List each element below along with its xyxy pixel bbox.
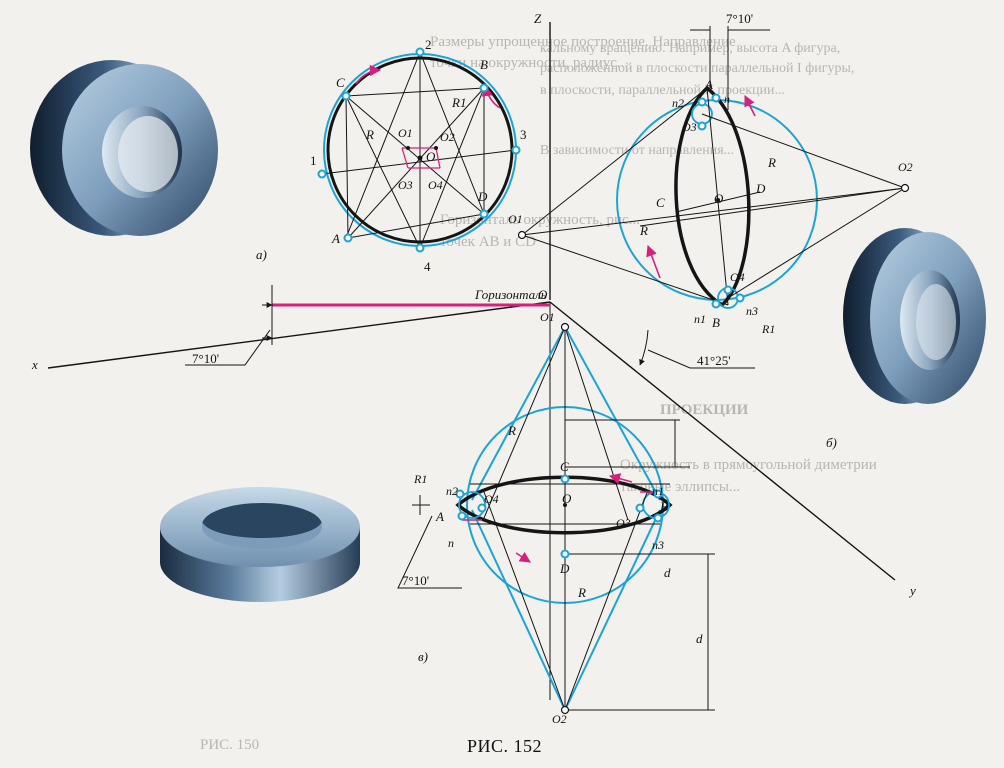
background-text: точки на окружности, радиус... <box>430 55 629 71</box>
point-label: O2 <box>552 712 567 726</box>
axis-label-y: y <box>910 583 916 598</box>
view-tag: б) <box>826 435 837 450</box>
y-axis <box>549 301 896 581</box>
dimension-label: d <box>696 631 703 646</box>
point-label: D <box>478 189 488 204</box>
angle-x-label: 7°10' <box>192 351 220 366</box>
view-tag: в) <box>418 649 428 664</box>
axis-origin-label: O <box>538 287 548 302</box>
point-label: A <box>332 231 340 246</box>
point-label: O1 <box>540 310 555 324</box>
ring-model-c <box>160 487 360 602</box>
point-label: 4 <box>424 259 431 274</box>
ring-model-a <box>30 60 218 236</box>
point-label: n1 <box>652 484 664 498</box>
radius-label: R <box>366 127 374 142</box>
background-text: РИС. 150 <box>200 737 260 753</box>
point-label: B <box>712 315 720 330</box>
point-label: O <box>562 491 572 506</box>
point-label: O2 <box>898 160 913 174</box>
point-label: 1 <box>310 153 317 168</box>
point-label: D <box>560 561 570 576</box>
point-label: n <box>724 92 730 106</box>
view-a-construction <box>317 47 521 253</box>
point-label: C <box>560 459 569 474</box>
horizontal-label: Горизонталь <box>475 287 547 302</box>
background-text: в плоскости, параллельной II проекции... <box>540 83 785 98</box>
point-label: n <box>448 536 454 550</box>
point-label: O4 <box>730 270 745 284</box>
radius-label: R <box>508 423 516 438</box>
point-label: O <box>426 149 436 164</box>
point-label: n3 <box>746 304 758 318</box>
axis-label-z: Z <box>534 11 542 26</box>
point-label: O <box>714 191 724 206</box>
point-label: O4 <box>428 178 443 192</box>
radius-label: R <box>578 585 586 600</box>
coordinate-axes <box>47 22 896 700</box>
point-label: D <box>756 181 766 196</box>
angle-label: 7°10' <box>402 573 430 588</box>
point-label: n2 <box>672 96 684 110</box>
radius-label: R1 <box>414 472 428 486</box>
radius-label: R <box>768 155 776 170</box>
figure-caption: РИС. 152 <box>467 736 543 756</box>
radius-label: R <box>640 223 648 238</box>
x-axis <box>47 301 551 369</box>
angle-y-label: 41°25' <box>697 353 731 368</box>
background-text: расположенной в плоскости параллельной I… <box>540 61 855 76</box>
background-text: Окружность в прямоугольной диметрии <box>620 457 877 473</box>
view-b-construction <box>517 26 910 309</box>
angle-x-construction <box>185 285 273 366</box>
point-label: O1 <box>398 126 413 140</box>
point-label: O3 <box>398 178 413 192</box>
angle-label: 7°10' <box>726 11 754 26</box>
point-label: 2 <box>425 37 432 52</box>
background-text: кальному вращению. Например, высота A фи… <box>540 41 841 56</box>
point-label: O3 <box>682 120 697 134</box>
view-c-construction <box>397 322 715 715</box>
point-label: n1 <box>694 312 706 326</box>
point-label: n2 <box>446 484 458 498</box>
radius-label: R1 <box>762 322 776 336</box>
radius-label: R1 <box>452 95 467 110</box>
axis-label-x: x <box>32 357 38 372</box>
dimension-label: d <box>664 565 671 580</box>
point-label: A <box>705 77 713 92</box>
ring-model-b <box>843 228 986 404</box>
point-label: C <box>656 195 665 210</box>
point-label: n3 <box>652 538 664 552</box>
point-label: B <box>480 57 488 72</box>
point-label: O4 <box>484 492 499 506</box>
point-label: A <box>436 509 444 524</box>
point-label: O2 <box>440 130 455 144</box>
point-label: O1 <box>508 212 523 226</box>
background-text: Размеры упрощенное построение. Направлен… <box>430 34 736 50</box>
view-tag: а) <box>256 247 267 262</box>
angle-y-construction <box>639 329 755 369</box>
point-label: O3 <box>616 516 631 530</box>
point-label: B <box>660 499 668 514</box>
point-label: C <box>336 75 345 90</box>
point-label: 3 <box>520 127 527 142</box>
background-text: ПРОЕКЦИИ <box>660 402 749 418</box>
